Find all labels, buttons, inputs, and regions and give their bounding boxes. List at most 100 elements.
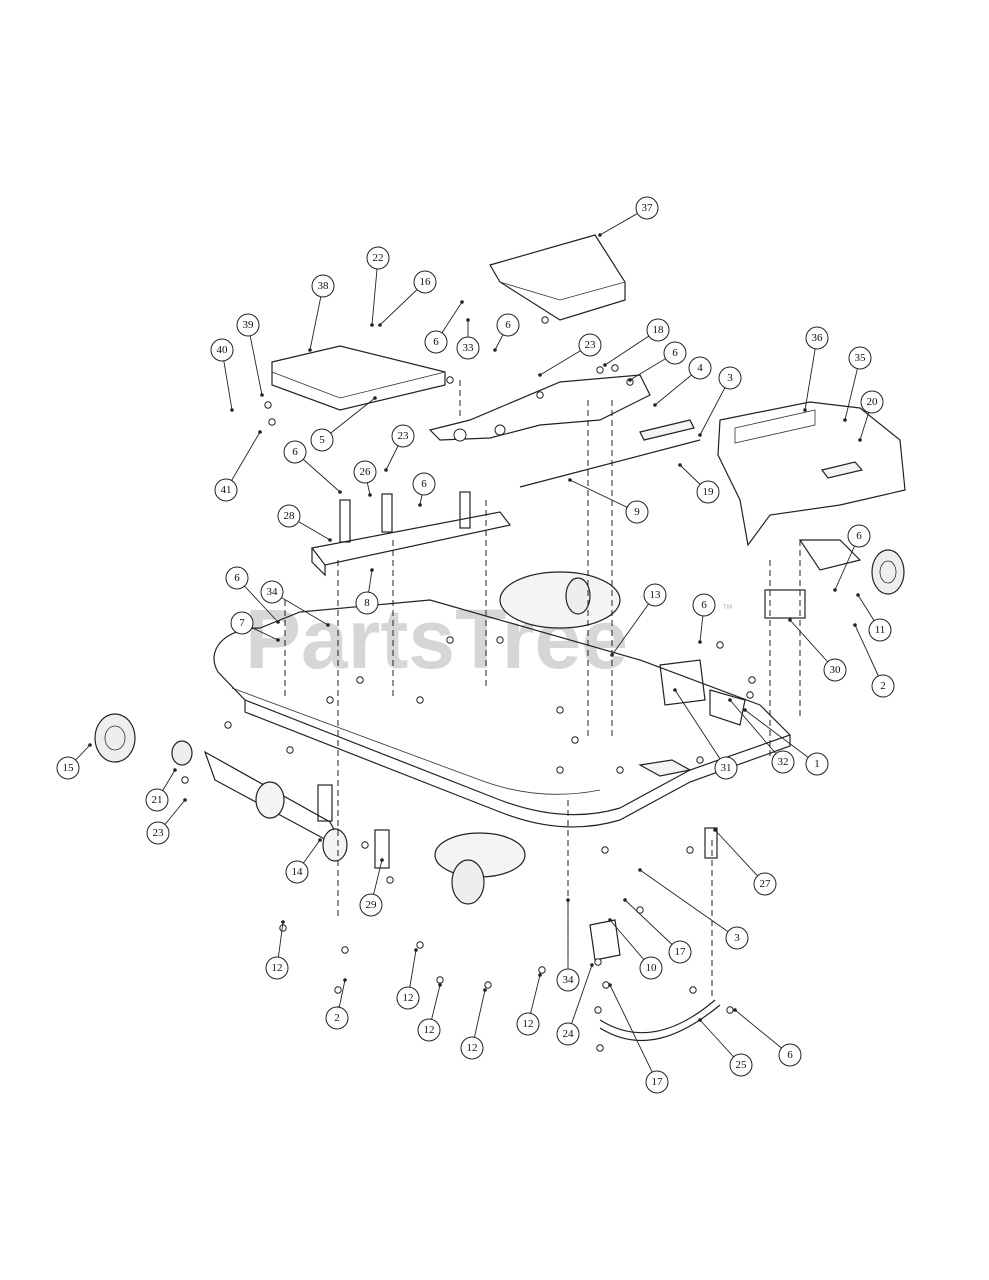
bolt-icon [334, 986, 342, 994]
callout-1: 1 [743, 708, 829, 776]
leader-tip [276, 638, 280, 642]
leader-tip [414, 948, 418, 952]
callout-12: 12 [460, 988, 487, 1060]
leader-tip [673, 688, 677, 692]
callout-9: 9 [568, 478, 649, 524]
callout-number: 26 [360, 466, 372, 478]
callout-11: 11 [856, 593, 892, 642]
callout-circle [265, 956, 289, 980]
callout-leader [624, 899, 681, 953]
leader-tip [281, 920, 285, 924]
callout-21: 21 [145, 768, 177, 812]
callout-number: 17 [675, 946, 687, 958]
bolt-icon [571, 736, 579, 744]
leader-tip [698, 1018, 702, 1022]
callout-32: 32 [728, 698, 795, 774]
callout-12: 12 [417, 983, 442, 1042]
callout-number: 8 [364, 597, 370, 609]
callout-circle [771, 750, 795, 774]
bolt-icon [446, 376, 454, 384]
bolt-icon [356, 676, 364, 684]
leader-tip [858, 438, 862, 442]
leader-tip [566, 898, 570, 902]
leader-tip [610, 653, 614, 657]
callout-number: 6 [433, 336, 439, 348]
callout-circle [718, 366, 742, 390]
callout-circle [56, 756, 80, 780]
callout-number: 20 [867, 396, 879, 408]
leader-tip [370, 323, 374, 327]
bolt-icon [181, 776, 189, 784]
leader-tip [173, 768, 177, 772]
callout-number: 12 [523, 1018, 534, 1030]
callout-6: 6 [733, 1008, 802, 1067]
callout-number: 7 [239, 617, 245, 629]
callout-circle [645, 1070, 669, 1094]
callout-circle [310, 428, 334, 452]
callout-number: 32 [778, 756, 789, 768]
callout-23: 23 [384, 424, 415, 472]
belt-cover-right [489, 234, 626, 321]
leader-tip [260, 393, 264, 397]
bolt-icon [416, 941, 424, 949]
callout-number: 36 [812, 332, 824, 344]
callout-leader [247, 324, 263, 396]
leader-tip [338, 490, 342, 494]
leader-tip [88, 743, 92, 747]
callout-circle [578, 333, 602, 357]
leader-tip [608, 918, 612, 922]
callout-circle [753, 872, 777, 896]
callout-12: 12 [265, 920, 289, 980]
bolt-icon [268, 418, 276, 426]
callout-38: 38 [308, 274, 335, 352]
callout-40: 40 [210, 338, 234, 412]
leader-tip [384, 468, 388, 472]
callout-circle [625, 500, 649, 524]
callout-circle [353, 460, 377, 484]
bolt-icon [416, 696, 424, 704]
deck-shell [213, 599, 792, 828]
bolt-icon [541, 316, 549, 324]
leader-tip [276, 620, 280, 624]
callout-41: 41 [214, 430, 262, 502]
idler-arm-assembly [428, 374, 651, 442]
leader-tip [438, 983, 442, 987]
callout-number: 22 [373, 252, 384, 264]
leader-tip [380, 858, 384, 862]
callout-39: 39 [236, 313, 264, 397]
callout-circle [417, 1018, 441, 1042]
leader-tip [698, 433, 702, 437]
callout-number: 25 [736, 1059, 748, 1071]
callout-number: 23 [585, 339, 597, 351]
callout-circle [871, 674, 895, 698]
callout-number: 30 [830, 664, 842, 676]
callout-circle [516, 1012, 540, 1036]
callout-circle [424, 330, 448, 354]
leader-tip [608, 983, 612, 987]
callout-number: 6 [234, 572, 240, 584]
watermark-trademark: ™ [722, 603, 733, 615]
bolt-icon [596, 1044, 604, 1052]
bolt-icon [556, 766, 564, 774]
callout-2: 2 [325, 978, 349, 1030]
callout-number: 2 [334, 1012, 340, 1024]
callout-17: 17 [623, 898, 692, 964]
callout-31: 31 [673, 688, 738, 780]
callout-number: 35 [855, 352, 867, 364]
leader-tip [856, 593, 860, 597]
callout-number: 12 [403, 992, 414, 1004]
leader-tip [318, 838, 322, 842]
callout-3: 3 [638, 868, 749, 950]
leader-tip [370, 568, 374, 572]
leader-tip [598, 233, 602, 237]
callout-circle [283, 440, 307, 464]
callout-37: 37 [598, 196, 659, 237]
leader-tip [728, 698, 732, 702]
bolt-icon [496, 636, 504, 644]
callout-number: 13 [650, 589, 662, 601]
leader-tip [493, 348, 497, 352]
callout-14: 14 [285, 838, 322, 884]
leader-tip [653, 403, 657, 407]
bolt-icon [341, 946, 349, 954]
leader-tip [418, 503, 422, 507]
